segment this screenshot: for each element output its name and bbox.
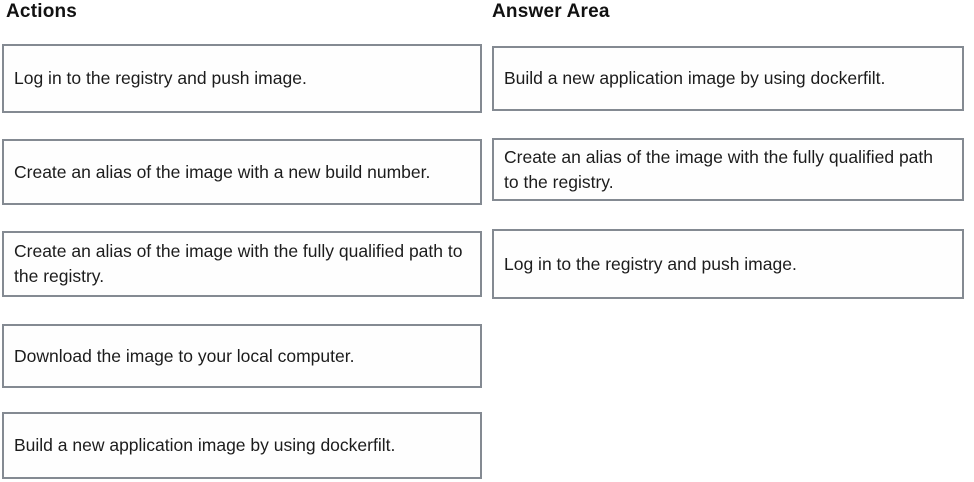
answer-item[interactable]: Log in to the registry and push image. — [492, 229, 964, 299]
answer-item[interactable]: Build a new application image by using d… — [492, 46, 964, 111]
action-item[interactable]: Build a new application image by using d… — [2, 412, 482, 479]
answer-area-column-header: Answer Area — [492, 1, 610, 22]
action-item[interactable]: Create an alias of the image with the fu… — [2, 231, 482, 297]
actions-column-header: Actions — [6, 1, 78, 22]
action-item[interactable]: Create an alias of the image with a new … — [2, 139, 482, 205]
action-item[interactable]: Download the image to your local compute… — [2, 324, 482, 388]
answer-item[interactable]: Create an alias of the image with the fu… — [492, 138, 964, 201]
action-item[interactable]: Log in to the registry and push image. — [2, 44, 482, 113]
